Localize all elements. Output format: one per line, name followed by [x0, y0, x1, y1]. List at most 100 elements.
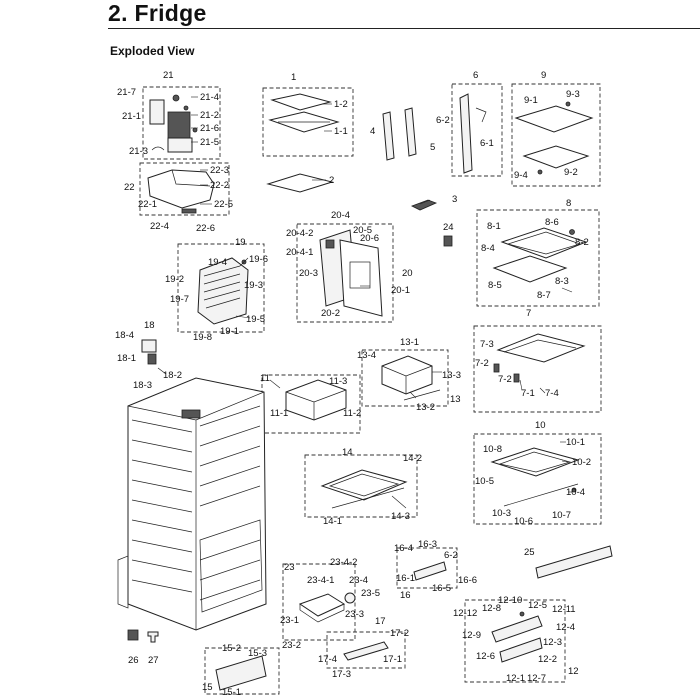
callout-7-4: 7-4 — [545, 388, 559, 399]
callout-20-3: 20-3 — [299, 268, 318, 279]
callout-21-1: 21-1 — [122, 111, 141, 122]
callout-6-2: 6-2 — [436, 115, 450, 126]
callout-22-2: 22-2 — [210, 180, 229, 191]
callout-23-3: 23-3 — [345, 609, 364, 620]
part-23-dispenser — [298, 592, 356, 623]
callout-18-4: 18-4 — [115, 330, 134, 341]
fridge-cabinet — [117, 377, 267, 631]
callout-23-4-2: 23-4-2 — [330, 557, 357, 568]
callout-21-2: 21-2 — [200, 110, 219, 121]
callout-23-4-1: 23-4-1 — [307, 575, 334, 586]
part-14-shelf — [320, 469, 408, 509]
part-27-screw — [147, 631, 159, 643]
group-box-8 — [476, 209, 600, 307]
group-box-10 — [473, 433, 602, 525]
callout-19-1: 19-1 — [220, 326, 239, 337]
callout-20-1: 20-1 — [391, 285, 410, 296]
callout-16: 16 — [400, 590, 411, 601]
callout-22-5: 22-5 — [214, 199, 233, 210]
group-box-20 — [296, 223, 394, 323]
callout-6-2b: 6-2 — [444, 550, 458, 561]
part-17-trim — [343, 641, 389, 661]
part-20-dispenser-panel — [319, 229, 383, 317]
callout-13-3: 13-3 — [442, 370, 461, 381]
callout-16-6: 16-6 — [458, 575, 477, 586]
callout-12-7: 12-7 — [527, 673, 546, 684]
callout-9-2: 9-2 — [564, 167, 578, 178]
callout-18-1: 18-1 — [117, 353, 136, 364]
callout-19-8: 19-8 — [193, 332, 212, 343]
callout-22: 22 — [124, 182, 135, 193]
callout-8-2: 8-2 — [575, 237, 589, 248]
group-box-1 — [262, 87, 354, 157]
callout-4: 4 — [370, 126, 375, 137]
callout-21-6: 21-6 — [200, 123, 219, 134]
callout-10-2: 10-2 — [572, 457, 591, 468]
callout-19: 19 — [235, 237, 246, 248]
callout-3: 3 — [452, 194, 457, 205]
callout-10-7: 10-7 — [552, 510, 571, 521]
callout-22-4: 22-4 — [150, 221, 169, 232]
callout-23-4: 23-4 — [349, 575, 368, 586]
part-11-drawer — [285, 379, 347, 421]
callout-1-1: 1-1 — [334, 126, 348, 137]
callout-12-6: 12-6 — [476, 651, 495, 662]
callout-19-5: 19-5 — [246, 314, 265, 325]
part-7-shelf — [493, 333, 586, 383]
callout-12-12: 12-12 — [453, 608, 477, 619]
callout-10-4: 10-4 — [566, 487, 585, 498]
part-3-hinge — [411, 199, 438, 211]
callout-9-3: 9-3 — [566, 89, 580, 100]
group-box-21 — [142, 86, 221, 160]
part-18-damper — [141, 339, 167, 375]
section-subtitle: Exploded View — [110, 44, 195, 58]
callout-8-4: 8-4 — [481, 243, 495, 254]
callout-11: 11 — [260, 373, 270, 384]
callout-8: 8 — [566, 198, 571, 209]
group-box-13 — [361, 349, 449, 407]
callout-17-3: 17-3 — [332, 669, 351, 680]
callout-19-2: 19-2 — [165, 274, 184, 285]
callout-7-2a: 7-2 — [475, 358, 489, 369]
group-box-9 — [511, 83, 601, 187]
group-box-16 — [396, 547, 458, 589]
callout-23: 23 — [284, 562, 295, 573]
callout-21-7: 21-7 — [117, 87, 136, 98]
part-15-panel — [215, 655, 267, 691]
callout-14: 14 — [342, 447, 353, 458]
callout-10-6: 10-6 — [514, 516, 533, 527]
callout-20-2: 20-2 — [321, 308, 340, 319]
callout-21-4: 21-4 — [200, 92, 219, 103]
callout-12-9: 12-9 — [462, 630, 481, 641]
callout-20-4-2: 20-4-2 — [286, 228, 313, 239]
callout-8-6: 8-6 — [545, 217, 559, 228]
callout-7-2b: 7-2 — [498, 374, 512, 385]
part-5-rail — [404, 107, 417, 157]
callout-6-1: 6-1 — [480, 138, 494, 149]
callout-11-3: 11-3 — [329, 376, 347, 387]
callout-24: 24 — [443, 222, 454, 233]
callout-13-4: 13-4 — [357, 350, 376, 361]
part-8-shelf — [492, 227, 588, 283]
callout-18: 18 — [144, 320, 155, 331]
part-25-cover — [535, 545, 613, 579]
callout-10: 10 — [535, 420, 546, 431]
group-box-23 — [282, 563, 356, 641]
callout-13-1: 13-1 — [400, 337, 419, 348]
callout-5: 5 — [430, 142, 435, 153]
callout-17-4: 17-4 — [318, 654, 337, 665]
part-10-shelf — [490, 447, 580, 507]
callout-19-6: 19-6 — [249, 254, 268, 265]
part-12-control-assembly — [491, 611, 543, 663]
callout-20-5: 20-5 — [353, 225, 372, 236]
callout-14-2: 14-2 — [403, 453, 422, 464]
callout-22-1: 22-1 — [138, 199, 157, 210]
callout-11-1: 11-1 — [270, 408, 288, 419]
part-22-ice-bucket — [147, 169, 215, 214]
callout-10-1: 10-1 — [566, 437, 585, 448]
callout-22-6: 22-6 — [196, 223, 215, 234]
part-2-tray — [266, 173, 334, 193]
callout-21: 21 — [163, 70, 174, 81]
callout-12-8: 12-8 — [482, 603, 501, 614]
